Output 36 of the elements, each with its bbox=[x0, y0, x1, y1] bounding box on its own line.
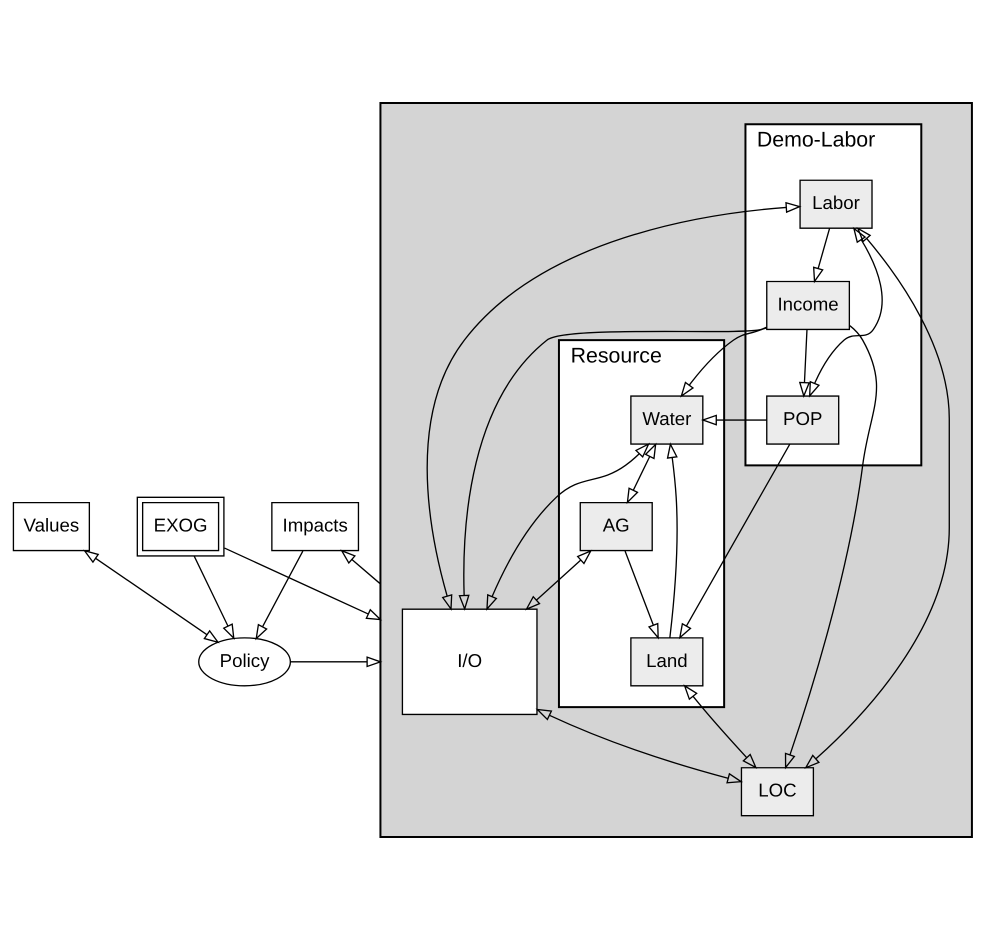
node-box: I/O bbox=[402, 608, 538, 716]
node-box: Labor bbox=[799, 180, 873, 229]
arrow bbox=[700, 414, 766, 426]
node-box: LOC bbox=[740, 767, 814, 816]
node-box: Water bbox=[630, 395, 704, 445]
node-box: AG bbox=[580, 502, 653, 552]
arrow bbox=[525, 550, 592, 610]
arrow bbox=[255, 550, 304, 640]
arrow bbox=[666, 442, 678, 638]
arrow bbox=[194, 556, 235, 640]
arrow bbox=[626, 442, 656, 504]
arrow bbox=[82, 550, 220, 644]
arrow bbox=[536, 708, 744, 784]
arrow bbox=[683, 684, 758, 769]
cluster bbox=[379, 102, 973, 838]
node-ellipse: Policy bbox=[198, 637, 292, 686]
arrow bbox=[798, 330, 810, 398]
node-box: Values bbox=[12, 502, 90, 552]
arrow bbox=[808, 226, 883, 398]
arrow bbox=[624, 550, 659, 640]
arrow bbox=[458, 327, 767, 611]
arrow bbox=[340, 549, 381, 584]
node-box: EXOG bbox=[136, 496, 225, 557]
arrow bbox=[784, 325, 878, 770]
node-box: Income bbox=[766, 280, 850, 330]
node-box: POP bbox=[766, 395, 840, 445]
arrow bbox=[290, 656, 382, 668]
arrow bbox=[812, 228, 830, 284]
node-box: Land bbox=[630, 637, 704, 686]
node-box: Impacts bbox=[271, 502, 360, 552]
arrow bbox=[224, 547, 382, 620]
arrow bbox=[680, 326, 767, 398]
arrow bbox=[804, 226, 950, 770]
arrow bbox=[486, 442, 650, 611]
arrow bbox=[426, 202, 802, 611]
arrow bbox=[678, 444, 790, 640]
